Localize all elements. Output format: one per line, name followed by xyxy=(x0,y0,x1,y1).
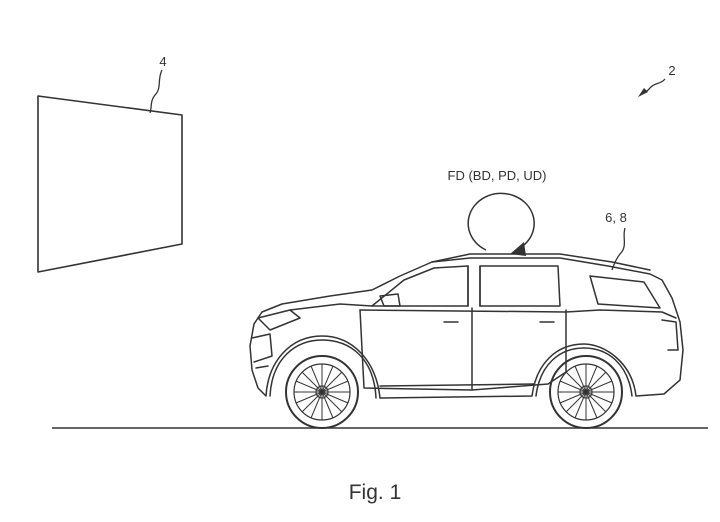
belt-line xyxy=(360,310,676,318)
screen-reference-numeral: 4 xyxy=(159,54,166,69)
rocker-line xyxy=(380,384,534,386)
front-door-line xyxy=(360,308,472,390)
side-mirror xyxy=(380,294,400,306)
quarter-window xyxy=(590,276,660,308)
figure-arrowhead xyxy=(638,88,648,97)
rear-wheel xyxy=(550,356,622,428)
rotation-arrow xyxy=(468,193,534,250)
headlight xyxy=(258,310,300,330)
display-panel xyxy=(38,96,182,272)
front-window xyxy=(372,266,468,306)
figure-reference-numeral: 2 xyxy=(668,63,675,78)
rotation-label: FD (BD, PD, UD) xyxy=(448,168,547,183)
vehicle-reference-numeral: 6, 8 xyxy=(605,210,627,225)
rear-door-window xyxy=(480,266,560,306)
hood-line xyxy=(290,304,372,310)
screen-leader-line xyxy=(150,70,162,113)
front-wheel xyxy=(286,356,358,428)
front-grille xyxy=(252,334,272,368)
tail-light xyxy=(662,320,678,350)
figure-caption: Fig. 1 xyxy=(349,481,402,504)
b-pillar xyxy=(468,266,480,306)
